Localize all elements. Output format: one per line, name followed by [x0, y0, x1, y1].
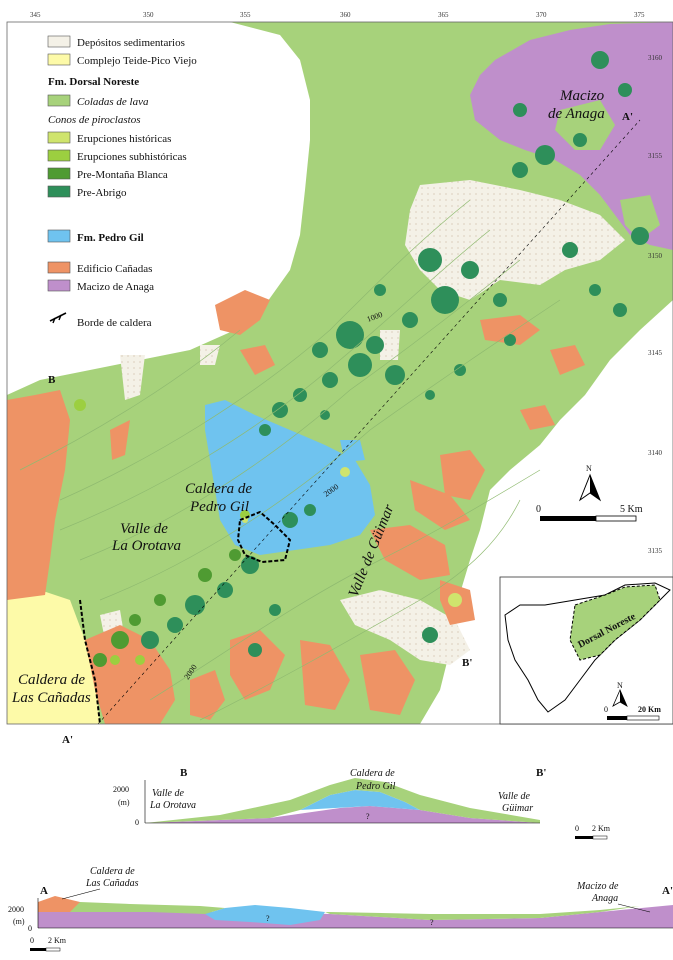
- legend-swatch-preab: [47, 185, 71, 198]
- inset-dorsal-area: [569, 584, 661, 661]
- svg-text:Pre-Abrigo: Pre-Abrigo: [77, 187, 127, 199]
- svg-text:2 Km: 2 Km: [48, 936, 67, 945]
- unit-pre-montana-blanca: [93, 549, 241, 667]
- svg-text:Depósitos sedimentarios: Depósitos sedimentarios: [77, 37, 185, 49]
- svg-text:3150: 3150: [648, 252, 663, 260]
- svg-text:Valle de: Valle de: [498, 791, 530, 802]
- svg-text:0: 0: [604, 705, 608, 714]
- svg-text:Las Cañadas: Las Cañadas: [11, 690, 91, 706]
- svg-text:B': B': [536, 767, 546, 779]
- pedro-gil-caldera-rim: [236, 510, 292, 564]
- svg-text:Pedro Gil: Pedro Gil: [189, 499, 249, 515]
- svg-text:B: B: [180, 767, 188, 779]
- svg-text:0: 0: [30, 936, 34, 945]
- canadas-caldera-rim: [79, 599, 101, 724]
- svg-text:360: 360: [340, 11, 351, 19]
- legend-swatch-premb: [47, 167, 71, 180]
- svg-text:N: N: [586, 464, 592, 473]
- svg-text:Valle de: Valle de: [120, 521, 168, 537]
- cross-section-a: A A' 2000 (m) 0 Caldera de Las Cañadas M…: [8, 866, 673, 952]
- svg-text:Las Cañadas: Las Cañadas: [85, 878, 139, 889]
- svg-text:Coladas de lava: Coladas de lava: [77, 96, 149, 108]
- svg-text:?: ?: [266, 914, 270, 923]
- svg-text:Edificio Cañadas: Edificio Cañadas: [77, 263, 152, 275]
- svg-text:2000: 2000: [8, 905, 24, 914]
- svg-text:A': A': [622, 111, 633, 123]
- svg-text:(m): (m): [118, 798, 130, 807]
- contour-lines: [19, 199, 561, 721]
- svg-text:Complejo Teide-Pico Viejo: Complejo Teide-Pico Viejo: [77, 55, 197, 67]
- legend-swatch-pedro: [47, 229, 71, 243]
- svg-text:Güimar: Güimar: [502, 803, 533, 814]
- svg-text:0: 0: [575, 824, 579, 833]
- svg-text:2 Km: 2 Km: [592, 824, 611, 833]
- cross-section-b: B B' 2000 (m) 0 Caldera de Pedro Gil Val…: [113, 767, 611, 840]
- inset-north-arrow-icon: N: [612, 681, 628, 707]
- coordinates-top: 345 350 355 360 365 370 375: [30, 11, 645, 19]
- svg-text:A: A: [40, 885, 48, 897]
- svg-text:Caldera de: Caldera de: [90, 866, 135, 877]
- svg-text:B': B': [462, 657, 472, 669]
- svg-text:Macizo: Macizo: [559, 88, 605, 104]
- svg-text:de Anaga: de Anaga: [548, 106, 605, 122]
- svg-text:Macizo de Anaga: Macizo de Anaga: [77, 281, 154, 293]
- north-arrow-icon: N: [578, 464, 602, 502]
- svg-text:Pedro Gil: Pedro Gil: [355, 781, 396, 792]
- svg-text:5 Km: 5 Km: [620, 504, 643, 515]
- svg-text:3160: 3160: [648, 54, 663, 62]
- svg-text:3140: 3140: [648, 449, 663, 457]
- svg-text:A': A': [662, 885, 673, 897]
- svg-text:N: N: [617, 681, 623, 690]
- main-map: [7, 22, 673, 724]
- svg-text:La Orotava: La Orotava: [111, 538, 181, 554]
- svg-text:Fm. Pedro Gil: Fm. Pedro Gil: [77, 232, 144, 244]
- svg-text:3145: 3145: [648, 349, 663, 357]
- legend-swatch-lava: [47, 94, 71, 107]
- legend-swatch-teide: [47, 53, 71, 66]
- legend-swatch-subhist: [47, 149, 71, 162]
- unit-complejo-teide: [7, 590, 100, 724]
- svg-text:?: ?: [430, 918, 434, 927]
- svg-text:Caldera de: Caldera de: [18, 672, 85, 688]
- svg-text:Pre-Montaña Blanca: Pre-Montaña Blanca: [77, 169, 168, 181]
- svg-text:2000: 2000: [113, 785, 129, 794]
- svg-text:0: 0: [135, 818, 139, 827]
- svg-text:370: 370: [536, 11, 547, 19]
- unit-edificio-canadas: [7, 390, 70, 600]
- legend-swatch-canadas: [47, 261, 71, 274]
- svg-text:Caldera de: Caldera de: [185, 481, 252, 497]
- svg-text:355: 355: [240, 11, 251, 19]
- svg-text:3135: 3135: [648, 547, 663, 555]
- svg-text:0: 0: [536, 504, 541, 515]
- svg-text:Macizo de: Macizo de: [576, 881, 619, 892]
- svg-text:Caldera de: Caldera de: [350, 768, 395, 779]
- svg-text:350: 350: [143, 11, 154, 19]
- map-legend: Depósitos sedimentarios Complejo Teide-P…: [47, 35, 197, 329]
- svg-text:0: 0: [28, 924, 32, 933]
- svg-text:Erupciones subhistóricas: Erupciones subhistóricas: [77, 151, 187, 163]
- svg-text:375: 375: [634, 11, 645, 19]
- svg-text:?: ?: [366, 812, 370, 821]
- svg-text:(m): (m): [13, 917, 25, 926]
- caldera-rim-symbol-icon: [49, 312, 67, 324]
- legend-swatch-hist: [47, 131, 71, 144]
- svg-text:Erupciones históricas: Erupciones históricas: [77, 133, 171, 145]
- svg-text:Valle de: Valle de: [152, 788, 184, 799]
- svg-text:Anaga: Anaga: [591, 893, 618, 904]
- legend-swatch-anaga: [47, 279, 71, 292]
- inset-map: Dorsal Noreste N 0 20 Km: [499, 576, 673, 725]
- svg-text:20 Km: 20 Km: [638, 705, 661, 714]
- scale-bar: 0 5 Km: [536, 504, 643, 522]
- svg-text:B: B: [48, 374, 56, 386]
- svg-text:345: 345: [30, 11, 41, 19]
- legend-swatch-sed: [47, 35, 71, 48]
- svg-text:Conos de piroclastos: Conos de piroclastos: [48, 114, 141, 126]
- svg-text:Fm. Dorsal Noreste: Fm. Dorsal Noreste: [48, 76, 139, 88]
- svg-text:A': A': [62, 734, 73, 746]
- svg-text:365: 365: [438, 11, 449, 19]
- svg-text:La Orotava: La Orotava: [149, 800, 196, 811]
- svg-text:Borde de caldera: Borde de caldera: [77, 317, 152, 329]
- svg-text:3155: 3155: [648, 152, 663, 160]
